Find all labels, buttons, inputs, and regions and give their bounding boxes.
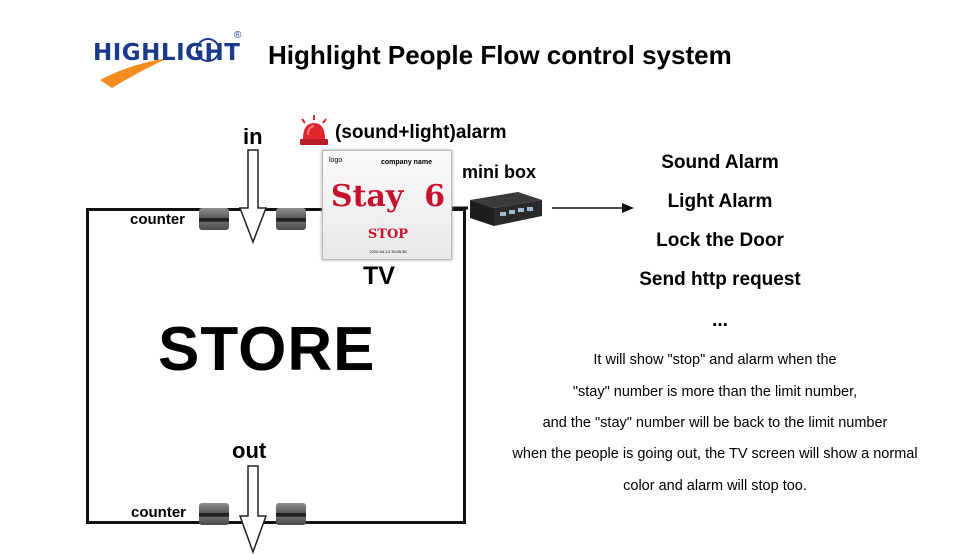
description-line-2: "stay" number is more than the limit num…	[572, 384, 858, 400]
tv-date: 2020-04-14 15:05:36	[369, 249, 407, 254]
alarm-light-icon	[300, 115, 328, 145]
description-line-1: It will show "stop" and alarm when the	[593, 352, 837, 368]
alarm-label: (sound+light)alarm	[335, 122, 507, 143]
action-sound-alarm: Sound Alarm	[661, 152, 779, 173]
counter-label-top: counter	[130, 211, 186, 228]
description-line-3: and the "stay" number will be back to th…	[542, 415, 888, 431]
out-label: out	[232, 438, 267, 463]
logo	[90, 28, 250, 88]
mini-box-device-icon	[470, 192, 542, 226]
out-arrow-icon	[238, 465, 268, 554]
store-label: STORE	[158, 315, 376, 384]
action-more: ...	[712, 310, 728, 331]
tv-screen: logo company name Stay 6 STOP 2020-04-14…	[322, 150, 452, 260]
action-lock-door: Lock the Door	[656, 230, 784, 251]
action-arrow-head	[622, 203, 634, 213]
action-http-request: Send http request	[639, 269, 801, 290]
counter-sensor-top-left	[199, 208, 229, 230]
counter-label-bottom: counter	[131, 504, 187, 521]
tv-company-name: company name	[381, 159, 432, 166]
action-light-alarm: Light Alarm	[667, 191, 773, 212]
tv-stay-count: Stay 6	[330, 179, 446, 214]
logo-swoosh-icon	[100, 38, 220, 88]
description-line-5: color and alarm will stop too.	[623, 478, 807, 494]
logo-text: HIGHLIGHT	[93, 40, 241, 66]
page-title: Highlight People Flow control system	[268, 40, 732, 70]
description-line-4: when the people is going out, the TV scr…	[512, 446, 918, 462]
in-arrow-icon	[238, 149, 268, 245]
counter-sensor-bottom-right	[276, 503, 306, 525]
tv-label: TV	[363, 262, 395, 290]
tv-stop-text: STOP	[367, 227, 409, 242]
mini-box-label: mini box	[462, 162, 537, 182]
logo-registered-mark: ®	[234, 30, 242, 41]
tv-logo-text: logo	[329, 157, 343, 164]
in-label: in	[243, 124, 263, 149]
counter-sensor-top-right	[276, 208, 306, 230]
counter-sensor-bottom-left	[199, 503, 229, 525]
